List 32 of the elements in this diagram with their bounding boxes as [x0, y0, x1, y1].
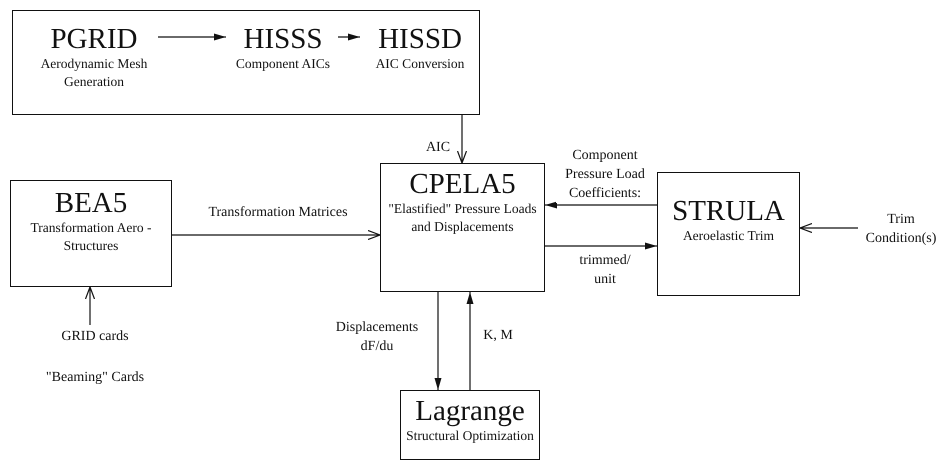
- arrow: [338, 34, 360, 40]
- program-description: Transformation Aero - Structures: [30, 219, 152, 255]
- program-description: Structural Optimization: [405, 427, 535, 445]
- program-description: Component AICs: [234, 55, 332, 73]
- arrow: [799, 222, 858, 234]
- program-name: HISSD: [377, 23, 463, 55]
- arrow: [158, 34, 226, 40]
- program-name: STRULA: [671, 195, 786, 227]
- program-name: Lagrange: [414, 395, 526, 427]
- arrow: [456, 115, 468, 164]
- program-description: Aerodynamic Mesh Generation: [40, 55, 148, 91]
- program-description: "Elastified" Pressure Loads and Displacements: [387, 200, 538, 236]
- program-name: HISSS: [242, 23, 324, 55]
- arrow: [466, 292, 474, 390]
- process-box: [10, 180, 172, 287]
- process-box: [400, 390, 540, 460]
- input-label: GRID cards: [60, 328, 130, 346]
- arrow: [172, 230, 381, 240]
- program-description: Aeroelastic Trim: [682, 227, 776, 245]
- process-box: [380, 163, 545, 292]
- arrow: [434, 292, 442, 390]
- process-box: [657, 172, 800, 296]
- arrow: [545, 242, 657, 250]
- program-name: CPELA5: [408, 168, 517, 200]
- group-box: [12, 10, 480, 115]
- input-label: Trim Condition(s): [864, 211, 938, 248]
- input-label: "Beaming" Cards: [44, 369, 146, 387]
- arrow: [545, 202, 657, 208]
- program-name: BEA5: [54, 187, 128, 219]
- arrow: [84, 286, 96, 325]
- program-name: PGRID: [49, 23, 138, 55]
- program-description: AIC Conversion: [374, 55, 466, 73]
